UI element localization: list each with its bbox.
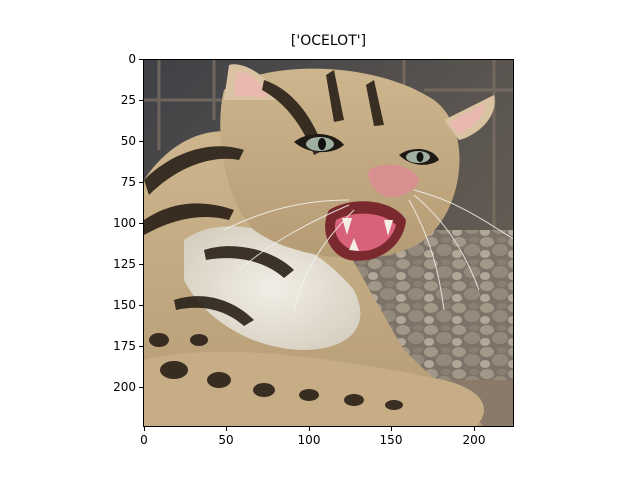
- x-tick-mark: [391, 427, 392, 431]
- y-tick-label: 200: [113, 380, 136, 394]
- ocelot-whiskers: [223, 189, 513, 311]
- y-tick-label: 150: [113, 298, 136, 312]
- ocelot-photo: [144, 60, 513, 426]
- x-tick-mark: [309, 427, 310, 431]
- x-tick-label: 0: [140, 433, 148, 447]
- ocelot-nose: [368, 164, 419, 197]
- x-tick-mark: [226, 427, 227, 431]
- plot-title: ['OCELOT']: [290, 33, 367, 49]
- ocelot-head: [220, 68, 460, 259]
- y-tick-label: 50: [120, 134, 136, 148]
- y-tick-label: 175: [113, 339, 136, 353]
- y-tick-label: 0: [128, 52, 136, 66]
- y-tick-label: 25: [120, 93, 136, 107]
- x-tick-label: 150: [379, 433, 403, 447]
- y-tick-label: 75: [120, 175, 136, 189]
- x-tick-label: 200: [462, 433, 486, 447]
- y-tick-label: 125: [113, 257, 136, 271]
- x-tick-label: 100: [297, 433, 321, 447]
- y-tick-mark: [139, 264, 143, 265]
- y-tick-mark: [139, 387, 143, 388]
- y-tick-mark: [139, 305, 143, 306]
- y-tick-mark: [139, 223, 143, 224]
- y-tick-mark: [139, 59, 143, 60]
- y-tick-mark: [139, 141, 143, 142]
- y-tick-mark: [139, 346, 143, 347]
- ocelot-right-ear-inner: [449, 104, 484, 134]
- y-tick-label: 100: [113, 216, 136, 230]
- x-tick-mark: [474, 427, 475, 431]
- x-tick-mark: [144, 427, 145, 431]
- image-axes: [143, 59, 514, 427]
- y-tick-mark: [139, 100, 143, 101]
- y-tick-mark: [139, 182, 143, 183]
- ocelot-eyes: [294, 134, 439, 165]
- ocelot-left-ear-inner: [234, 71, 268, 98]
- x-tick-label: 50: [218, 433, 234, 447]
